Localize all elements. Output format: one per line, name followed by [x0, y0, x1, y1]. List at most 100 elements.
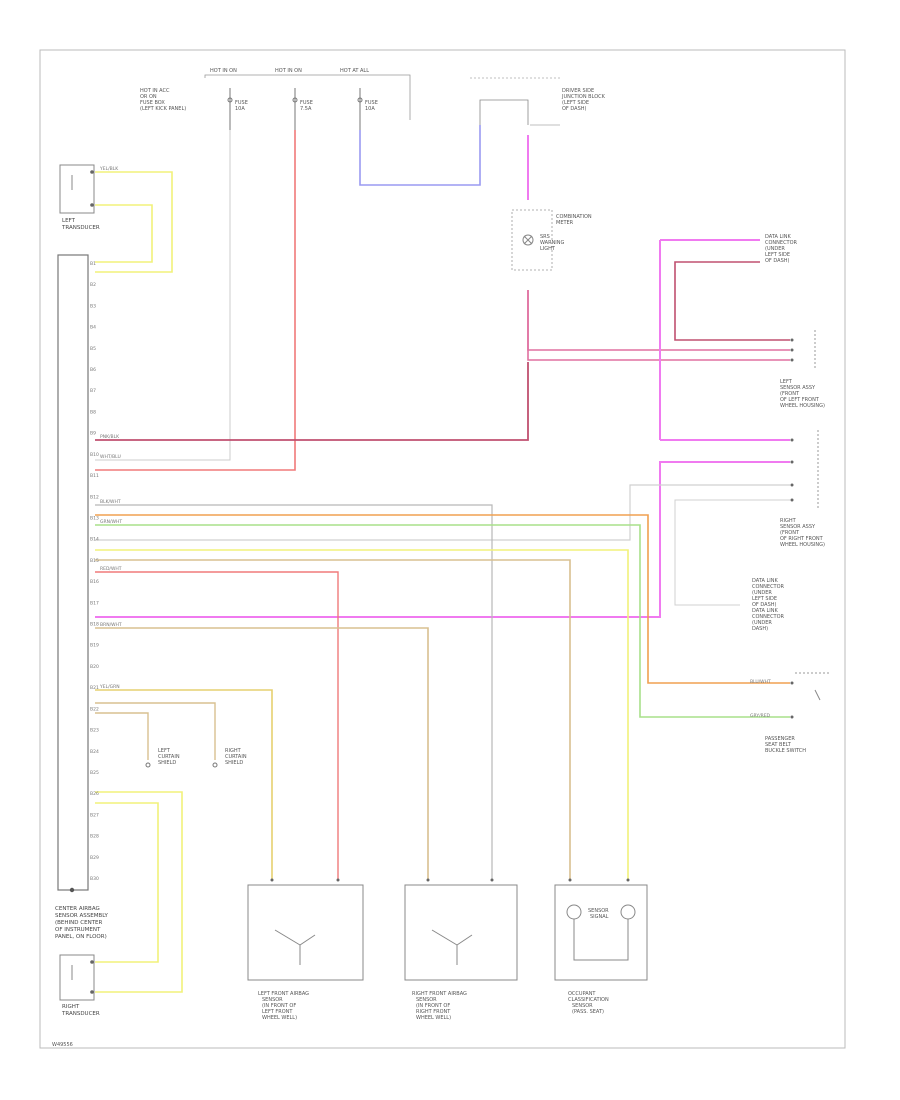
module-pin-label: B22 [90, 706, 99, 712]
seatbelt-line-8: (UNDER [752, 620, 772, 626]
wire-magenta-5 [95, 461, 790, 618]
right-sensor-line-4: OF RIGHT FRONT [780, 536, 824, 542]
fuse-header-line-3: FUSE BOX [140, 100, 165, 106]
wire-red-2 [95, 571, 339, 880]
module-pin-label: B29 [90, 855, 99, 861]
left-squib-terminal [145, 762, 151, 768]
buckle-line-2: SEAT BELT [765, 742, 792, 748]
dlc-line-1: DATA LINK [765, 234, 791, 240]
module-pin-label: B26 [90, 791, 99, 797]
meter-line-1: COMBINATION [556, 214, 592, 220]
right-front-sensor-box [404, 878, 518, 981]
module-pin-label: B10 [90, 452, 99, 458]
lf-sensor-line-3: (IN FRONT OF [262, 1003, 296, 1009]
occ-sensor-line-4: (PASS. SEAT) [572, 1009, 604, 1015]
srs-module-label-1: CENTER AIRBAG [55, 906, 100, 912]
fuse-1-sub: FUSE [235, 100, 248, 106]
left-transducer [59, 164, 95, 214]
module-pin-label: B27 [90, 812, 99, 818]
wire-code-4: BLK/WHT [100, 499, 121, 505]
rf-sensor-line-1: RIGHT FRONT AIRBAG [412, 991, 467, 997]
module-pin-label: B3 [90, 303, 96, 309]
wire-squib-3 [95, 712, 149, 760]
meter-line-3: SRS [540, 234, 550, 240]
right-squib-line-3: SHIELD [225, 760, 243, 766]
wire-code-2: PNK/BLK [100, 434, 120, 440]
occ-sensor-line-2: CLASSIFICATION [568, 997, 609, 1003]
module-pin-label: B30 [90, 876, 99, 882]
wire-code-9: BLU/WHT [750, 679, 771, 685]
meter-line-2: METER [556, 220, 574, 226]
occ-sensor-line-1: OCCUPANT [568, 991, 596, 997]
module-pin-label: B11 [90, 473, 99, 479]
left-sensor-line-3: (FRONT [780, 391, 800, 397]
wire-blue [359, 125, 481, 186]
fuse-header-line-4: (LEFT KICK PANEL) [140, 106, 186, 112]
lf-sensor-line-4: LEFT FRONT [262, 1009, 293, 1015]
module-pin-label: B6 [90, 367, 96, 373]
module-pin-label: B12 [90, 494, 99, 500]
right-sensor-line-5: WHEEL HOUSING) [780, 542, 825, 548]
seatbelt-line-7: CONNECTOR [752, 614, 785, 620]
right-transducer-label-2: TRANSDUCER [61, 1011, 100, 1017]
fuse-3-sub: FUSE [365, 100, 378, 106]
module-pin-label: B17 [90, 600, 99, 606]
buckle-line-1: PASSENGER [765, 736, 795, 742]
occupant-sensor-box [554, 878, 648, 981]
combination-meter [511, 209, 553, 271]
seatbelt-line-9: DASH) [752, 626, 768, 632]
wire-red-1 [95, 130, 296, 471]
wire-code-10: GRY/RED [750, 713, 771, 719]
srs-module-pins: B1B2B3B4B5B6B7B8B9B10B11B12B13B14B15B16B… [90, 261, 99, 882]
module-pin-label: B25 [90, 770, 99, 776]
rf-sensor-line-2: SENSOR [416, 997, 437, 1003]
left-transducer-label-1: LEFT [62, 218, 76, 224]
fuse-1-amp: 10A [235, 106, 245, 112]
module-pin-label: B4 [90, 325, 96, 331]
right-sensor-line-2: SENSOR ASSY [780, 524, 816, 530]
wire-pink-2 [527, 290, 790, 351]
module-pin-label: B19 [90, 643, 99, 649]
wire-gray-4 [95, 504, 493, 880]
left-sensor-line-5: WHEEL HOUSING) [780, 403, 825, 409]
wire-gray-2 [95, 484, 790, 541]
srs-module-label-3: (BEHIND CENTER [55, 920, 103, 926]
wire-squib-1 [95, 689, 273, 880]
occupant-sensor-title: SENSOR [588, 908, 609, 914]
dlc-line-2: CONNECTOR [765, 240, 798, 246]
occupant-sensor-sub: SIGNAL [590, 914, 609, 920]
left-sensor-line-4: OF LEFT FRONT [780, 397, 820, 403]
lf-sensor-line-2: SENSOR [262, 997, 283, 1003]
module-pin-label: B20 [90, 664, 99, 670]
left-transducer-label-2: TRANSDUCER [61, 225, 100, 231]
dlc-line-5: OF DASH) [765, 258, 790, 264]
wire-gray-3 [674, 499, 790, 606]
right-squib-line-1: RIGHT [225, 748, 242, 754]
module-pin-label: B2 [90, 282, 96, 288]
srs-module-label-2: SENSOR ASSEMBLY [55, 913, 109, 919]
rf-sensor-line-4: RIGHT FRONT [416, 1009, 451, 1015]
seatbelt-line-4: LEFT SIDE [752, 596, 777, 602]
left-sensor-line-2: SENSOR ASSY [780, 385, 816, 391]
module-pin-label: B15 [90, 558, 99, 564]
fuse-2-sub: FUSE [300, 100, 313, 106]
wire-yellow-2 [95, 204, 153, 263]
meter-line-5: LIGHT [540, 246, 556, 252]
fuse-box-right [470, 77, 560, 126]
wire-code-6: RED/WHT [100, 566, 122, 572]
right-squib-terminal [212, 762, 218, 768]
module-pin-label: B8 [90, 409, 96, 415]
right-sensor-line-1: RIGHT [780, 518, 797, 524]
wire-code-1: YEL/BLK [99, 166, 119, 172]
fuse-3-title: HOT AT ALL [340, 68, 369, 74]
right-sensor-connector [790, 430, 819, 510]
passenger-buckle-switch [790, 672, 830, 719]
left-sensor-line-1: LEFT [780, 379, 793, 385]
wire-yellow-3 [95, 791, 183, 993]
occ-sensor-line-3: SENSOR [572, 1003, 593, 1009]
right-squib-line-2: CURTAIN [225, 754, 247, 760]
module-pin-label: B24 [90, 749, 99, 755]
seatbelt-line-1: DATA LINK [752, 578, 778, 584]
